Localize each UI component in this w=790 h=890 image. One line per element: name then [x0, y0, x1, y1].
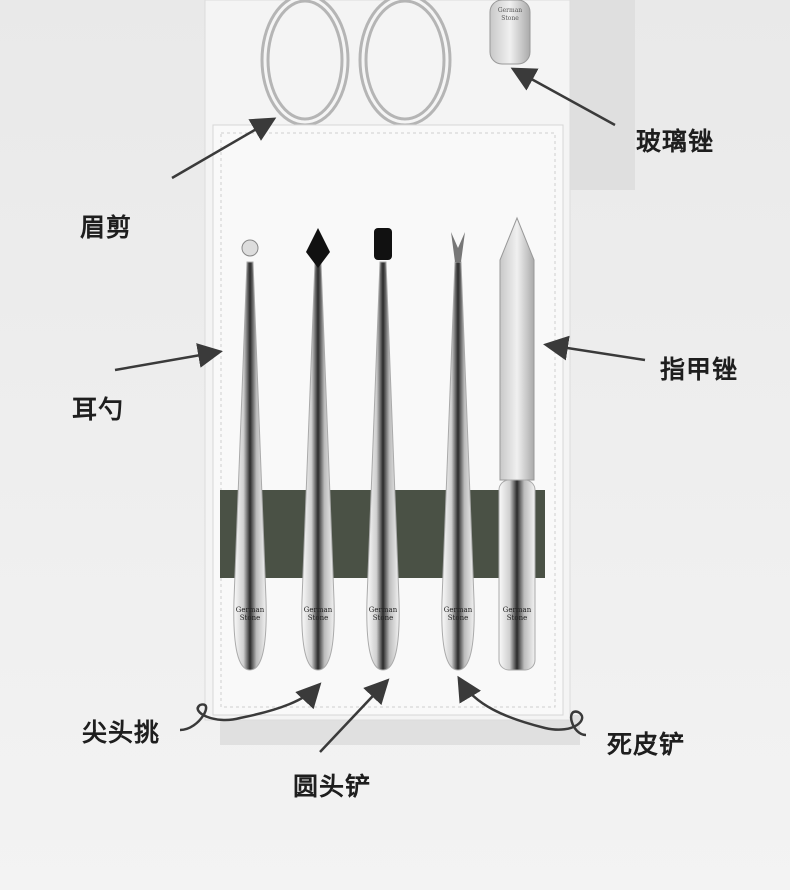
svg-text:German: German — [498, 7, 522, 14]
svg-text:Stone: Stone — [240, 614, 260, 622]
glass-file: German Stone — [489, 0, 531, 65]
svg-text:Stone: Stone — [501, 15, 519, 22]
svg-text:German: German — [503, 606, 532, 614]
svg-text:German: German — [304, 606, 333, 614]
label-ear-spoon: 耳勺 — [72, 395, 125, 424]
label-round-shovel: 圆头铲 — [293, 772, 372, 801]
eyebrow-scissors — [260, 0, 452, 127]
svg-text:Stone: Stone — [448, 614, 468, 622]
svg-text:Stone: Stone — [373, 614, 393, 622]
svg-text:German: German — [369, 606, 398, 614]
label-cuticle-pusher: 死皮铲 — [607, 730, 686, 759]
case-shadow — [570, 0, 635, 190]
svg-text:German: German — [236, 606, 265, 614]
svg-text:German: German — [444, 606, 473, 614]
label-pointed-pick: 尖头挑 — [82, 718, 161, 747]
label-glass-file: 玻璃锉 — [636, 127, 715, 156]
label-eyebrow-scissors: 眉剪 — [80, 213, 133, 242]
label-nail-file: 指甲锉 — [660, 355, 739, 384]
svg-text:Stone: Stone — [507, 614, 527, 622]
callout-arrows — [114, 67, 646, 753]
svg-text:Stone: Stone — [308, 614, 328, 622]
